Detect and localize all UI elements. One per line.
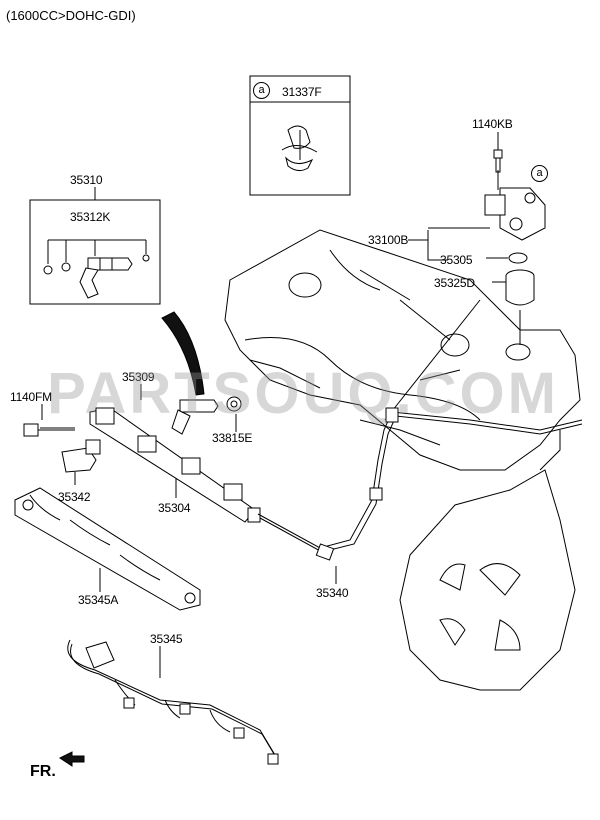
callout-31337f[interactable]: 31337F: [282, 85, 322, 99]
callout-35309[interactable]: 35309: [122, 370, 155, 384]
fuel-pump-33100b: [484, 170, 546, 241]
transmission-housing: [399, 430, 576, 691]
install-arrow: [161, 311, 205, 396]
callout-1140fm[interactable]: 1140FM: [10, 390, 52, 404]
callout-35342[interactable]: 35342: [58, 490, 91, 504]
callout-35310[interactable]: 35310: [70, 173, 103, 187]
fuel-pipe-35340: [257, 411, 583, 549]
callout-35304[interactable]: 35304: [158, 501, 191, 515]
front-direction-label: FR.: [30, 763, 56, 780]
bolt-1140fm: [23, 423, 75, 437]
marker-a-inset: a: [253, 82, 270, 99]
callout-35345[interactable]: 35345: [150, 632, 183, 646]
engine-head: [224, 229, 581, 471]
callout-35325d[interactable]: 35325D: [434, 276, 475, 290]
lifter-35325d: [505, 269, 535, 306]
bolt-1140kb: [493, 132, 503, 173]
marker-a-pump: a: [531, 165, 548, 182]
callout-1140kb[interactable]: 1140KB: [472, 117, 513, 131]
callout-35305[interactable]: 35305: [440, 253, 473, 267]
front-arrow-icon: [59, 751, 85, 767]
inset-box-31337f: [249, 75, 351, 196]
engine-spec-header: (1600CC>DOHC-GDI): [6, 8, 136, 23]
callout-35340[interactable]: 35340: [316, 586, 349, 600]
callout-35345a[interactable]: 35345A: [78, 593, 119, 607]
wiring-harness-35345: [67, 639, 279, 765]
insulator-35345a: [14, 487, 201, 611]
sensor-35342: [61, 439, 101, 473]
callout-33815e[interactable]: 33815E: [212, 431, 253, 445]
injector-35309: [171, 396, 242, 435]
o-ring-35305: [508, 252, 528, 264]
callout-35312k[interactable]: 35312K: [70, 210, 111, 224]
clip-part-31337f: [281, 125, 318, 172]
fuel-rail-35304: [89, 407, 261, 523]
injector-35312k: [79, 257, 133, 299]
callout-33100b[interactable]: 33100B: [368, 233, 409, 247]
